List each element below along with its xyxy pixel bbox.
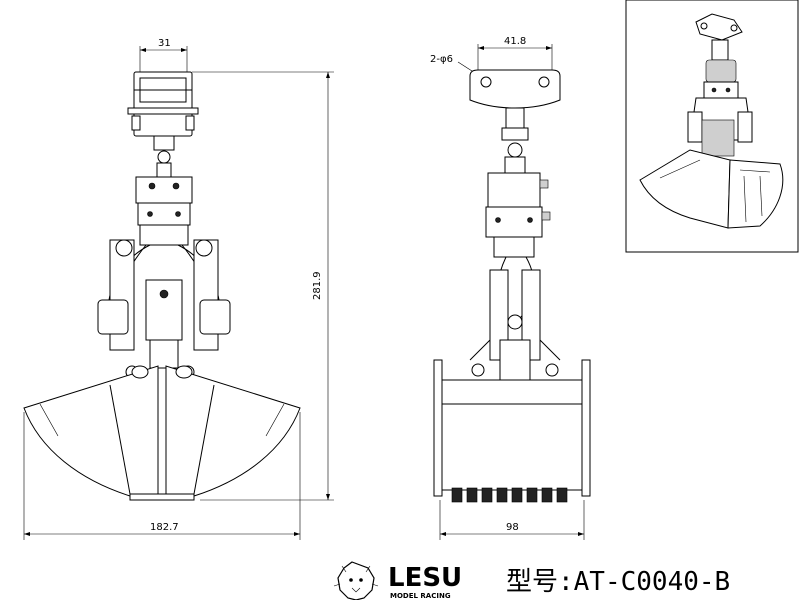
lion-head-icon xyxy=(333,561,379,600)
side-bottom-dimension-label: 98 xyxy=(506,522,519,533)
front-top-dimension-label: 31 xyxy=(158,38,171,49)
brand-name: LESU xyxy=(388,563,462,593)
front-view: 31 xyxy=(23,38,334,540)
brand-footer: LESU MODEL RACING 型号:AT-C0040-B xyxy=(333,561,730,600)
side-view: 41.8 2-φ6 xyxy=(430,36,591,540)
side-bottom-dimension: 98 xyxy=(439,500,585,540)
isometric-inset xyxy=(625,0,799,253)
brand-tagline: MODEL RACING xyxy=(390,592,451,600)
hole-callout-label: 2-φ6 xyxy=(430,54,453,65)
front-top-dimension: 31 xyxy=(139,38,188,72)
side-top-dimension-label: 41.8 xyxy=(504,36,526,47)
front-bottom-dimension: 182.7 xyxy=(23,412,301,540)
front-height-dimension: 281.9 xyxy=(192,71,334,501)
front-bottom-dimension-label: 182.7 xyxy=(150,522,179,533)
model-label: 型号:AT-C0040-B xyxy=(506,567,730,597)
front-height-dimension-label: 281.9 xyxy=(312,271,323,300)
bucket-teeth xyxy=(451,487,568,503)
side-top-dimension: 41.8 xyxy=(477,36,553,74)
